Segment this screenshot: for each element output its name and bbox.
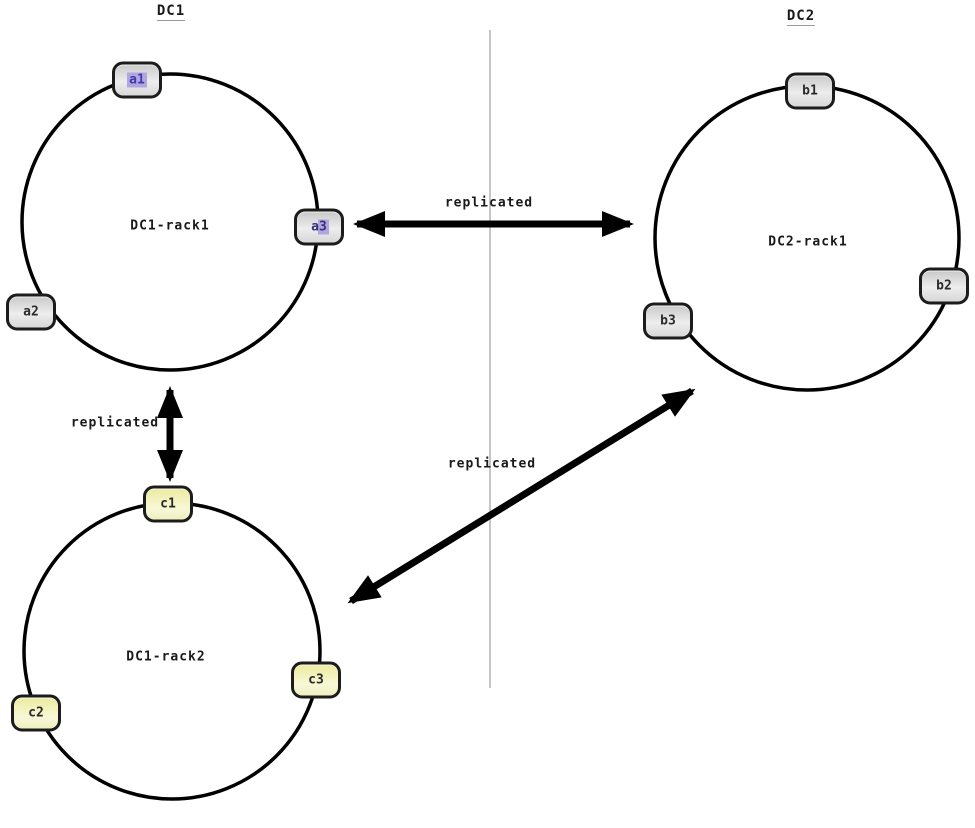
node-c2: c2 xyxy=(11,694,61,732)
node-b3-label: b3 xyxy=(660,313,676,329)
node-c1: c1 xyxy=(143,485,193,523)
ring-name-dc1-rack1: DC1-rack1 xyxy=(130,218,210,234)
node-a2: a2 xyxy=(6,293,56,331)
node-c2-label: c2 xyxy=(28,705,44,721)
node-b1-label: b1 xyxy=(802,83,818,99)
node-a2-label: a2 xyxy=(23,304,39,320)
node-a3: a3 xyxy=(294,208,344,246)
node-b1: b1 xyxy=(785,72,835,110)
node-a1-label: a1 xyxy=(127,72,147,88)
node-a3-label: a3 xyxy=(309,219,329,235)
node-c3-label: c3 xyxy=(308,672,324,688)
node-a1: a1 xyxy=(112,61,162,99)
node-b3: b3 xyxy=(643,302,693,340)
replicated-label-horizontal: replicated xyxy=(444,195,534,211)
dc2-title: DC2 xyxy=(786,8,816,26)
node-c1-label: c1 xyxy=(160,496,176,512)
dc1-title: DC1 xyxy=(156,3,186,21)
node-b2-label: b2 xyxy=(936,278,952,294)
node-b2: b2 xyxy=(919,267,969,305)
node-c3: c3 xyxy=(291,661,341,699)
replicated-label-diagonal: replicated xyxy=(447,456,537,472)
ring-name-dc1-rack2: DC1-rack2 xyxy=(126,649,206,665)
replication-arrow-rack2-to-dc2rack1 xyxy=(347,388,696,604)
replicated-label-vertical: replicated xyxy=(70,415,160,431)
ring-name-dc2-rack1: DC2-rack1 xyxy=(768,234,848,250)
